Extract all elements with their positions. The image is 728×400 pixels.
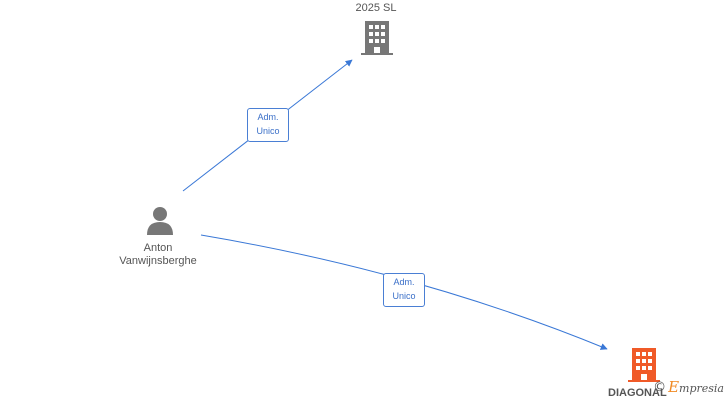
person-icon[interactable]	[145, 205, 175, 235]
company-label-diagonal[interactable]: DIAGONAL	[608, 387, 667, 399]
brand-initial: E	[668, 378, 680, 396]
empresia-logo: Empresia	[668, 378, 724, 396]
brand-rest: mpresia	[679, 382, 724, 395]
person-label-line2: Vanwijnsberghe	[119, 255, 197, 267]
edge-label-line1: Adm.	[257, 112, 279, 122]
edge-label-adm-unico-bottom: Adm. Unico	[383, 273, 425, 307]
company-label-2025-sl[interactable]: 2025 SL	[355, 2, 397, 14]
edge-label-line2: Unico	[256, 126, 280, 136]
person-label-line1: Anton	[143, 242, 173, 254]
edge-label-line2: Unico	[392, 291, 416, 301]
copyright-symbol: ©	[653, 379, 667, 395]
building-icon[interactable]	[361, 21, 393, 55]
person-label[interactable]: Anton Vanwijnsberghe	[108, 242, 208, 268]
empresia-watermark: © Empresia	[653, 378, 724, 396]
edge-label-adm-unico-top: Adm. Unico	[247, 108, 289, 142]
building-icon[interactable]	[628, 348, 660, 382]
edge-label-line1: Adm.	[393, 277, 415, 287]
